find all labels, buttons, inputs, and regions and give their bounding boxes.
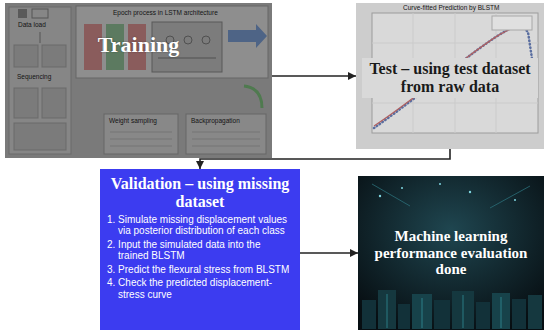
city-illustration-part xyxy=(514,199,516,201)
training-illustration-part xyxy=(104,114,178,154)
illustration-label: Weight sampling xyxy=(108,117,158,124)
city-illustration-part xyxy=(528,295,542,329)
training-illustration-part xyxy=(184,36,192,44)
city-illustration-part xyxy=(476,302,490,329)
panel-title: Machine learning performance evaluation … xyxy=(368,228,534,278)
training-illustration-part xyxy=(32,9,48,18)
training-illustration-part xyxy=(14,123,66,150)
step-item: 1. Simulate missing displacement values … xyxy=(107,214,293,237)
test-chart-part xyxy=(492,16,532,30)
training-illustration-part xyxy=(186,114,266,154)
illustration-label: Curve-fitted Prediction by BLSTM xyxy=(402,4,500,11)
training-illustration-part xyxy=(244,86,262,108)
city-illustration-part xyxy=(439,183,441,185)
training-illustration-part xyxy=(5,3,272,158)
test-chart xyxy=(356,3,544,149)
text-stack: Validation – using missing dataset 1. Sim… xyxy=(107,175,293,300)
training-illustration-part xyxy=(14,45,38,67)
illustration-label: Sequencing xyxy=(16,73,52,80)
flow-arrow xyxy=(300,252,358,254)
flow-arrow xyxy=(272,75,356,77)
illustration-label: Backpropagation xyxy=(190,117,241,124)
city-illustration-part xyxy=(463,295,464,328)
validation-panel: Validation – using missing dataset 1. Sim… xyxy=(100,169,300,330)
training-illustration-part xyxy=(42,45,66,67)
step-item: 3. Predict the flexural stress from BLST… xyxy=(107,264,293,276)
city-illustration-part xyxy=(387,294,388,328)
training-illustration-part xyxy=(192,132,260,133)
flow-arrow xyxy=(200,149,450,169)
training-illustration xyxy=(5,3,272,158)
city-illustration-part xyxy=(469,191,471,193)
city-illustration-part xyxy=(412,294,432,329)
city-illustration-part xyxy=(362,300,376,329)
city-illustration-part xyxy=(452,291,474,329)
training-illustration-part xyxy=(110,139,172,140)
city-illustration-part xyxy=(422,298,423,328)
test-panel: Test – using test dataset from raw data xyxy=(356,3,544,149)
training-illustration-part xyxy=(14,88,38,118)
illustration-label: Data load xyxy=(17,21,47,28)
panel-title: Validation – using missing dataset xyxy=(107,175,293,211)
training-illustration-part xyxy=(110,132,172,133)
training-illustration-part xyxy=(202,36,210,44)
arrow-head xyxy=(196,161,204,169)
training-illustration-part xyxy=(192,139,260,140)
city-illustration-part xyxy=(434,300,450,329)
city-illustration-part xyxy=(492,293,510,329)
arrow-head xyxy=(348,72,356,80)
training-illustration-part xyxy=(228,24,267,48)
city-illustration xyxy=(358,176,544,330)
step-item: 4. Check the predicted displacement-stre… xyxy=(107,277,293,300)
training-illustration-part xyxy=(192,146,260,147)
text-stack: Training xyxy=(13,33,264,58)
panel-title: Training xyxy=(13,33,264,58)
training-illustration-part xyxy=(9,7,71,154)
panel-title: Test – using test dataset from raw data xyxy=(362,58,538,98)
training-illustration-part xyxy=(158,58,216,59)
text-stack: Test – using test dataset from raw data xyxy=(362,58,538,98)
city-illustration-part xyxy=(379,195,381,197)
step-item: 2. Input the simulated data into the tra… xyxy=(107,239,293,262)
city-illustration-part xyxy=(512,299,526,329)
test-chart-part xyxy=(356,3,544,149)
training-illustration-part xyxy=(42,88,66,118)
city-illustration-part xyxy=(372,184,410,206)
city-illustration-part xyxy=(490,186,530,208)
city-illustration-part xyxy=(501,297,502,328)
training-illustration-part xyxy=(18,9,27,18)
city-illustration-part xyxy=(358,176,544,330)
arrow-head xyxy=(350,249,358,257)
result-panel: Machine learning performance evaluation … xyxy=(358,176,544,330)
training-illustration-part xyxy=(40,32,41,43)
training-illustration-part xyxy=(110,146,172,147)
city-illustration-part xyxy=(378,290,396,329)
city-illustration-part xyxy=(401,187,403,189)
city-illustration-part xyxy=(398,304,410,329)
text-stack: Machine learning performance evaluation … xyxy=(368,228,534,278)
illustration-label: Epoch process in LSTM architecture xyxy=(112,9,219,16)
